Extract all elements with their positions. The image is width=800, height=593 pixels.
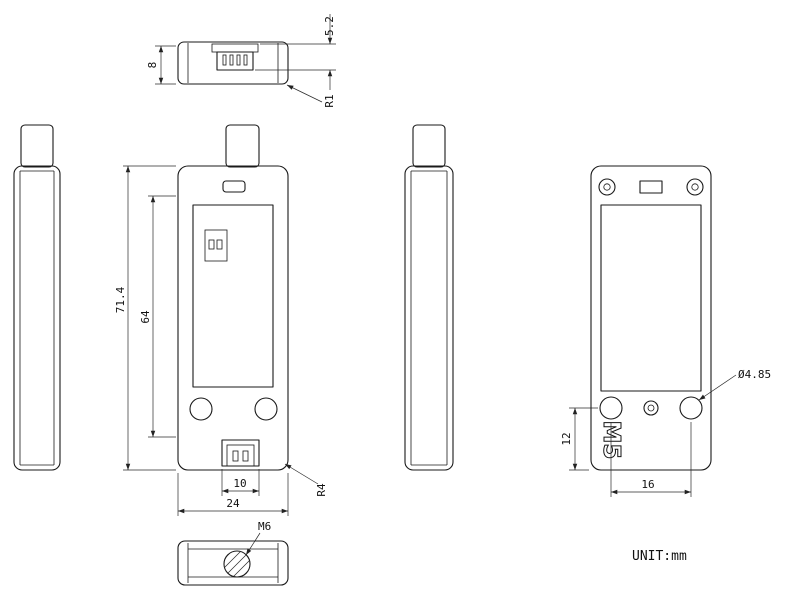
front-top-button: [222, 180, 246, 193]
dim-label-corner-radius-top: R1: [323, 94, 336, 107]
front-chip-window: [204, 229, 228, 262]
dim-label-bottom-connector-width: 10: [233, 477, 246, 490]
dim-hole-offset-bottom: 12: [560, 407, 598, 471]
view-side-right: [404, 124, 454, 471]
dim-label-corner-radius-body: R4: [315, 483, 328, 497]
dim-label-hole-offset-bottom: 12: [560, 432, 573, 445]
dim-label-overall-length: 71.4: [114, 286, 127, 313]
front-chip-pad-left: [208, 239, 215, 250]
front-body-outline: [177, 165, 289, 471]
grove-connector-pins: [222, 54, 248, 66]
view-top: 8 5.2 R1: [146, 14, 336, 108]
dim-hole-diameter: Ø4.85: [698, 368, 771, 401]
side-left-plug: [20, 124, 54, 168]
grove-connector-body: [216, 51, 254, 71]
dim-body-width: 24: [177, 473, 289, 516]
back-label-area: [600, 204, 702, 392]
side-left-body: [13, 165, 61, 471]
back-screw-left: [598, 178, 616, 196]
dim-label-body-width: 24: [226, 497, 240, 510]
front-hole-right: [254, 397, 278, 421]
view-front: 71.4 64 10 24 R4: [114, 124, 328, 516]
dim-label-top-thickness: 8: [146, 62, 159, 69]
back-screw-right: [686, 178, 704, 196]
view-bottom: M6: [177, 520, 289, 586]
side-right-body: [404, 165, 454, 471]
bottom-view-outline: [177, 540, 289, 586]
dim-connector-height: 5.2: [255, 14, 336, 90]
dim-label-upper-body-length: 64: [139, 310, 152, 324]
dim-screw-size: M6: [245, 520, 271, 556]
side-right-plug: [412, 124, 446, 168]
top-view-outline: [177, 41, 289, 85]
dim-label-connector-height: 5.2: [323, 16, 336, 36]
dim-hole-spacing: 16: [610, 422, 692, 497]
dim-bottom-connector-width: 10: [221, 469, 260, 496]
front-chip-pad-right: [216, 239, 223, 250]
dim-label-screw-size: M6: [258, 520, 271, 533]
view-side-left: [13, 124, 61, 471]
bottom-screw-hole: [223, 550, 251, 578]
front-bottom-connector-inner: [226, 444, 255, 467]
front-bottom-connector: [221, 439, 260, 467]
back-hole-left: [599, 396, 623, 420]
front-plug: [225, 124, 260, 168]
back-center-hole: [643, 400, 659, 416]
front-screen-window: [192, 204, 274, 388]
dim-corner-radius-body: R4: [284, 463, 328, 497]
back-body-outline: [590, 165, 712, 471]
dim-label-hole-spacing: 16: [641, 478, 654, 491]
bottom-screw-hatch: [224, 551, 250, 577]
unit-note: UNIT:mm: [632, 549, 687, 564]
dim-top-thickness: 8: [146, 45, 176, 85]
dim-upper-body-length: 64: [139, 195, 176, 438]
front-hole-left: [189, 397, 213, 421]
view-back: M5 Ø4.85 12 16: [560, 165, 771, 497]
grove-connector-tab: [211, 43, 259, 53]
dim-corner-radius-top: R1: [286, 84, 336, 108]
back-hole-right: [679, 396, 703, 420]
dim-overall-length: 71.4: [114, 165, 176, 471]
dim-label-hole-diameter: Ø4.85: [738, 368, 771, 381]
back-top-slot: [639, 180, 663, 194]
